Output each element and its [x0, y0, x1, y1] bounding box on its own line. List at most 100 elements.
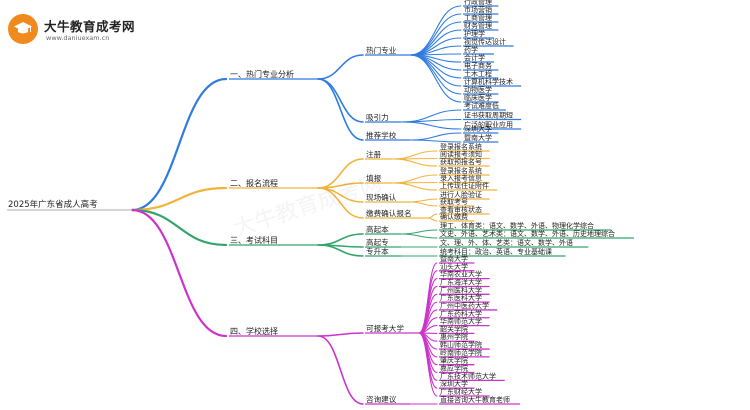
leaf-label: 广州医科大学: [440, 285, 482, 294]
connector: [317, 332, 364, 337]
leaf-label: 市场营销: [464, 5, 492, 14]
leaf-label: 广泛的职业应用: [464, 120, 513, 129]
leaf-label: 深圳大学: [464, 124, 492, 133]
leaf-label: 华南农业大学: [440, 270, 482, 279]
leaf-label: 文、理、外、体、艺类：语文、数学、外语: [440, 238, 573, 247]
logo-url: www.daniuexam.cn: [46, 34, 110, 42]
connector: [391, 150, 438, 160]
leaf-label: 汕头大学: [440, 262, 468, 271]
connector: [130, 208, 228, 338]
leaf-label: 广东财经大学: [440, 387, 482, 396]
leaf-label: 考试难度低: [464, 101, 499, 110]
connector: [409, 139, 462, 143]
leaf-label: 理工、体育类：语文、数学、外语、物理化学综合: [440, 221, 594, 230]
leaf-label: 会计学: [464, 53, 485, 62]
leaf-label: 获取预报名号: [440, 157, 482, 166]
leaf-label: 暨南大学: [464, 133, 492, 142]
root-topic: 2025年广东省成人高考: [8, 199, 98, 210]
logo-title: 大牛教育成考网: [44, 19, 136, 34]
connector: [400, 121, 462, 130]
site-logo[interactable]: 大牛教育成考网 www.daniuexam.cn: [8, 12, 168, 48]
connector: [409, 54, 462, 87]
connector: [427, 213, 438, 219]
connector: [391, 174, 438, 184]
leaf-label: 韩山师范学院: [440, 340, 482, 349]
leaf-label: 惠州学院: [440, 332, 468, 341]
group-label: 填报: [366, 173, 382, 183]
leaf-label: 韶关学院: [440, 324, 468, 333]
connector: [400, 229, 438, 235]
leaf-label: 上传现住证附件: [440, 181, 489, 190]
leaf-label: 确认缴费: [440, 212, 468, 221]
branch-label: 二、报名流程: [230, 178, 278, 188]
leaf-label: 统考科目：政治、英语、专业基础课: [440, 247, 552, 256]
connector: [317, 78, 364, 123]
connector: [409, 54, 462, 95]
leaf-label: 广东海洋大学: [440, 277, 482, 286]
leaf-label: 华南师范大学: [440, 317, 482, 326]
connector: [130, 77, 228, 212]
branch-label: 三、考试科目: [230, 235, 278, 245]
leaf-label: 文史、外语、艺术类：语文、数学、外语、历史地理综合: [440, 229, 615, 238]
connector: [317, 233, 364, 246]
leaf-label: 电子商务: [464, 61, 492, 70]
leaf-label: 查看审核状态: [440, 205, 482, 214]
group-label: 推荐学校: [366, 130, 397, 140]
connector: [317, 187, 364, 203]
leaf-label: 深圳大学: [440, 379, 468, 388]
connector: [317, 187, 364, 219]
connector: [409, 132, 462, 141]
leaf-label: 嘉应学院: [440, 364, 468, 373]
group-label: 专升本: [366, 246, 389, 256]
leaf-label: 药学: [464, 45, 478, 54]
connector: [317, 78, 364, 141]
connector: [409, 201, 438, 207]
connector: [409, 198, 438, 203]
branch-label: 四、学校选择: [230, 326, 278, 336]
connector: [317, 244, 364, 257]
connector: [427, 217, 438, 222]
leaf-label: 进行人脸验证: [440, 190, 482, 199]
connector: [391, 182, 438, 191]
leaf-label: 视觉传达设计: [464, 37, 506, 46]
leaf-label: 登录报名系统: [440, 142, 482, 151]
group-label: 高起本: [366, 224, 389, 234]
leaf-label: 暨南大学: [440, 254, 468, 263]
leaf-label: 工商管理: [464, 13, 492, 22]
connector: [130, 208, 228, 247]
group-label: 高起专: [366, 237, 389, 247]
leaf-label: 临床医学: [464, 93, 492, 102]
connector: [317, 182, 364, 189]
connector: [130, 186, 228, 212]
connector: [400, 233, 438, 239]
leaf-label: 获取考号: [440, 197, 468, 206]
group-label: 可报考大学: [366, 323, 404, 333]
group-label: 咨询建议: [366, 394, 397, 404]
leaf-label: 证书获取周期短: [464, 111, 513, 120]
group-label: 注册: [366, 149, 382, 159]
leaf-label: 广东药科大学: [440, 309, 482, 318]
branch-label: 一、热门专业分析: [230, 69, 294, 79]
group-label: 热门专业: [366, 45, 397, 55]
connector: [317, 54, 364, 80]
connector: [418, 332, 438, 397]
group-label: 缴费确认报名: [366, 208, 412, 218]
leaf-label: 登录报名系统: [440, 166, 482, 175]
graduation-cap-icon: [8, 14, 38, 44]
leaf-label: 录入报考信息: [440, 174, 482, 183]
group-label: 现场确认: [366, 192, 397, 202]
leaf-label: 广州中医药大学: [440, 301, 489, 310]
leaf-label: 广东技术师范大学: [440, 371, 496, 380]
leaf-label: 肇庆学院: [440, 356, 468, 365]
leaf-label: 岭南师范学院: [440, 348, 482, 357]
leaf-label: 阅读报考须知: [440, 150, 482, 159]
leaf-label: 护理学: [464, 29, 485, 38]
connector: [317, 335, 364, 405]
leaf-label: 计算机科学技术: [464, 77, 513, 86]
connector: [391, 158, 438, 167]
leaf-label: 土木工程: [464, 69, 492, 78]
leaf-label: 行政管理: [464, 0, 492, 6]
leaf-label: 动物医学: [464, 85, 492, 94]
connector: [409, 13, 462, 56]
